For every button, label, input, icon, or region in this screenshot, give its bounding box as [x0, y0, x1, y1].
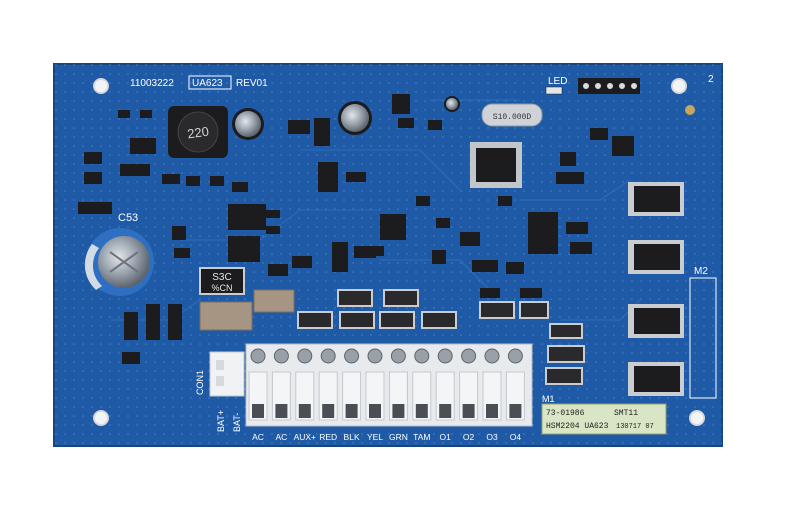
svg-text:SMT11: SMT11	[614, 409, 638, 418]
terminal-label: BLK	[344, 432, 360, 442]
con1-label: CON1	[195, 370, 205, 395]
terminal-wire-hole	[439, 404, 452, 418]
pin-header	[578, 78, 640, 94]
terminal-label: AUX+	[294, 432, 316, 442]
m2-label: M2	[694, 266, 708, 277]
terminal-label: O1	[440, 432, 452, 442]
svg-text:130717 07: 130717 07	[616, 423, 654, 431]
terminal-screw	[484, 348, 500, 364]
terminal-label: AC	[275, 432, 287, 442]
smd-diode	[297, 289, 585, 385]
terminal-screw	[390, 348, 406, 364]
terminal-label: GRN	[389, 432, 408, 442]
bat-minus-label: BAT-	[232, 413, 242, 432]
terminal-wire-hole	[275, 404, 288, 418]
terminal-wire-hole	[252, 404, 264, 418]
terminal-wire-hole	[509, 404, 522, 418]
svg-text:220: 220	[186, 124, 210, 142]
terminal-wire-hole	[322, 404, 335, 418]
model-box-label: UA623	[192, 78, 223, 89]
terminal-label: AC	[252, 432, 264, 442]
terminal-wire-hole	[345, 404, 358, 418]
terminal-wire-hole	[486, 404, 498, 418]
test-point	[685, 105, 695, 115]
terminal-label: RED	[319, 432, 337, 442]
part-number-label: 11003222	[130, 78, 174, 89]
c53-label: C53	[118, 212, 138, 224]
con1-connector	[209, 351, 245, 397]
terminal-label: O4	[510, 432, 522, 442]
terminal-wire-hole	[369, 404, 381, 418]
terminal-labels: AC AC AUX+RED BLK YEL GRN TAM O1 O2 O3 O4	[252, 432, 521, 442]
terminal-screw	[273, 348, 289, 364]
terminal-screw	[414, 348, 430, 364]
terminal-label: O3	[486, 432, 498, 442]
c53-capacitor	[84, 228, 154, 296]
terminal-screw	[507, 348, 523, 364]
terminal-screw	[461, 348, 477, 364]
terminal-wire-hole	[415, 404, 428, 418]
svg-text:HSM2204 UA623: HSM2204 UA623	[546, 422, 609, 431]
terminal-label: O2	[463, 432, 475, 442]
svg-text:S10.000D: S10.000D	[493, 113, 532, 122]
mosfet-transistor	[628, 182, 684, 396]
terminal-label: YEL	[367, 432, 383, 442]
terminal-label: TAM	[413, 432, 430, 442]
crystal-oscillator: S10.000D	[481, 103, 543, 127]
mounting-hole	[93, 78, 705, 426]
terminal-screw	[250, 348, 266, 364]
bat-plus-label: BAT+	[216, 410, 226, 432]
revision-label: REV01	[236, 78, 268, 89]
terminal-wire-hole	[392, 404, 405, 418]
terminal-screw	[367, 348, 383, 364]
svg-text:73-01986: 73-01986	[546, 409, 585, 418]
corner-label: 2	[708, 74, 714, 85]
terminal-screw	[437, 348, 453, 364]
terminal-block	[245, 343, 533, 427]
electrolytic-capacitor	[232, 96, 460, 140]
microcontroller-chip	[470, 142, 522, 188]
led-label: LED	[548, 76, 567, 87]
terminal-screw	[344, 348, 360, 364]
terminal-wire-hole	[298, 404, 311, 418]
terminal-screw	[320, 348, 336, 364]
smd-components	[78, 94, 634, 364]
inductor: 220	[168, 106, 228, 158]
m1-label: M1	[542, 394, 555, 404]
product-sticker: 73-01986 SMT11 HSM2204 UA623 130717 07	[541, 403, 667, 435]
svg-text:S3C: S3C	[212, 272, 231, 283]
svg-text:%CN: %CN	[211, 283, 232, 293]
tan-capacitor	[199, 289, 295, 331]
terminal-wire-hole	[462, 404, 475, 418]
terminal-screw	[297, 348, 313, 364]
s3c-chip: S3C %CN	[199, 267, 245, 295]
